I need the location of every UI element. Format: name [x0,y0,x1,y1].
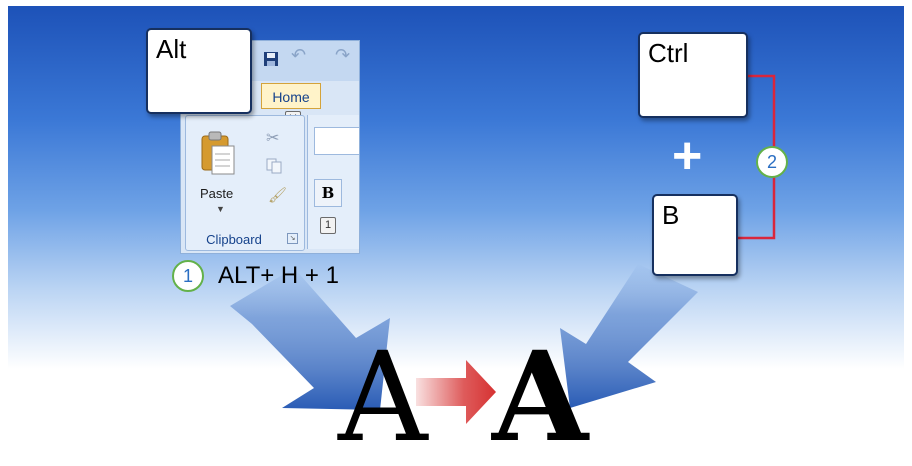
font-group-excerpt: B 1 [307,115,359,249]
clipboard-group: ✂ 🖌 Paste ▼ Clipboard ↘ [185,115,305,251]
quick-access-toolbar: ↶ ↷ [181,41,359,81]
cut-icon[interactable]: ✂ [266,130,280,147]
save-icon [264,52,278,66]
font-name-box[interactable] [314,127,359,155]
regular-letter-a: A [338,326,428,460]
bold-keytip: 1 [320,217,336,234]
redo-icon[interactable]: ↷ [335,45,351,65]
dialog-launcher-icon[interactable]: ↘ [287,233,298,244]
step-1-shortcut: ALT+ H + 1 [218,262,339,289]
right-blue-arrow [560,264,698,408]
step-1-marker: 1 [172,260,204,292]
bold-letter-a: A [492,325,589,460]
left-blue-arrow [230,268,390,410]
transform-arrow [416,360,496,424]
tab-home[interactable]: Home [261,83,321,109]
paste-label: Paste [200,186,234,201]
copy-icon[interactable] [266,158,282,174]
plus-sign: + [672,127,703,185]
diagram-canvas: ↶ ↷ Home H ✂ 🖌 Paste ▼ Clipboard ↘ [8,6,904,460]
arrow-graphics [230,74,776,424]
alt-key: Alt [146,28,252,114]
ctrl-key: Ctrl [638,32,748,118]
paste-dropdown-icon[interactable]: ▼ [216,204,225,214]
b-key: B [652,194,738,276]
step-2-marker: 2 [756,146,788,178]
format-painter-icon[interactable]: 🖌 [268,187,288,204]
undo-icon[interactable]: ↶ [291,45,307,65]
paste-icon[interactable] [200,130,236,176]
clipboard-group-label: Clipboard [206,232,262,247]
bold-button[interactable]: B [314,179,342,207]
